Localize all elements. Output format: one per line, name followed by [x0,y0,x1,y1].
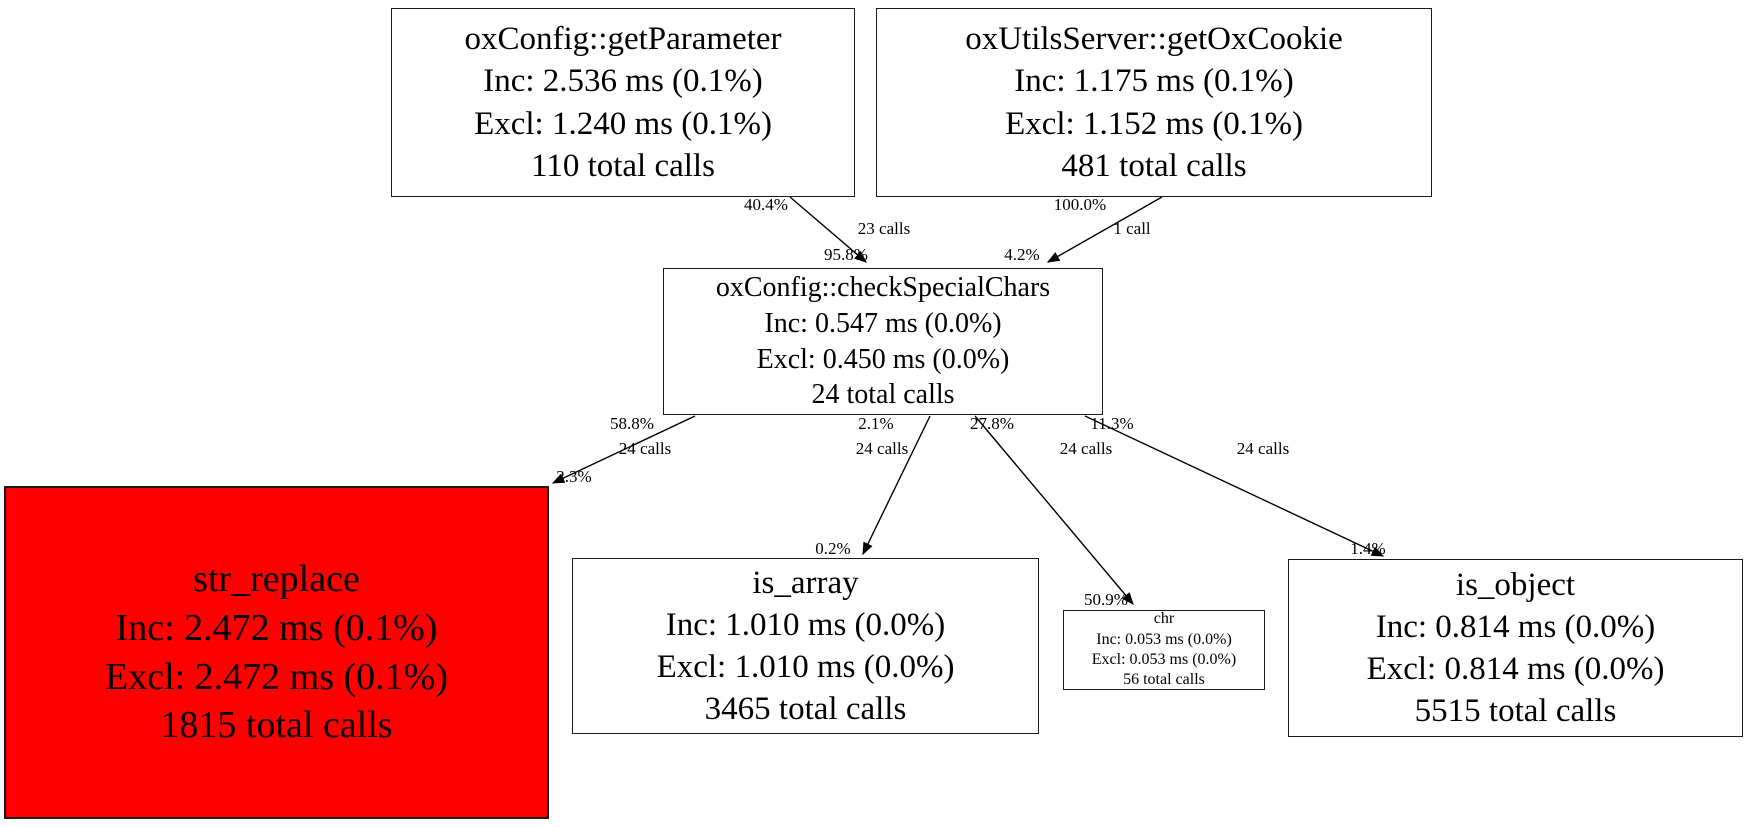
edge-checkspecialchars-to-chr [974,415,1134,605]
edge-checkspecialchars-to-is-object [1084,415,1385,557]
node-title: oxUtilsServer::getOxCookie [965,21,1343,58]
edge-head-percent: 95.8% [824,245,868,264]
node-oxconfig-getparameter: oxConfig::getParameter Inc: 2.536 ms (0.… [391,8,855,197]
node-total-calls: 1815 total calls [160,704,393,747]
node-is-array: is_array Inc: 1.010 ms (0.0%) Excl: 1.01… [572,558,1039,734]
edge-checkspecialchars-to-str-replace [551,415,696,484]
node-exclusive-time: Excl: 0.814 ms (0.0%) [1366,651,1665,687]
edge-call-count: 1 call [1113,219,1151,238]
node-exclusive-time: Excl: 1.240 ms (0.1%) [474,105,772,142]
node-title: oxConfig::getParameter [464,21,782,58]
node-inclusive-time: Inc: 0.053 ms (0.0%) [1096,630,1232,648]
node-inclusive-time: Inc: 2.536 ms (0.1%) [483,63,763,100]
node-inclusive-time: Inc: 2.472 ms (0.1%) [115,606,438,649]
node-is-object: is_object Inc: 0.814 ms (0.0%) Excl: 0.8… [1288,559,1743,737]
node-title: chr [1153,610,1175,628]
edge-head-percent: 4.2% [1004,245,1040,264]
node-str-replace-highlighted: str_replace Inc: 2.472 ms (0.1%) Excl: 2… [4,486,549,819]
node-title: str_replace [193,558,360,601]
edge-head-percent: 2.3% [556,467,592,486]
edge-head-percent: 0.2% [815,539,851,558]
edge-tail-percent: 58.8% [610,414,654,433]
node-title: oxConfig::checkSpecialChars [715,271,1051,303]
node-exclusive-time: Excl: 1.152 ms (0.1%) [1005,105,1303,142]
node-inclusive-time: Inc: 1.175 ms (0.1%) [1014,63,1294,100]
node-total-calls: 110 total calls [531,147,715,184]
node-exclusive-time: Excl: 0.053 ms (0.0%) [1091,651,1237,668]
node-total-calls: 5515 total calls [1414,693,1617,730]
node-exclusive-time: Excl: 2.472 ms (0.1%) [104,655,448,698]
node-title: is_object [1455,566,1576,603]
node-title: is_array [752,564,859,601]
edge-call-count: 24 calls [1059,439,1113,458]
edge-call-count: 24 calls [618,439,672,458]
edge-tail-percent: 27.8% [970,414,1014,433]
edge-checkspecialchars-to-is-array [862,415,931,556]
edge-tail-percent: 100.0% [1053,195,1107,214]
edge-tail-percent: 40.4% [744,195,788,214]
node-exclusive-time: Excl: 0.450 ms (0.0%) [756,343,1010,375]
edge-head-percent: 50.9% [1084,590,1128,609]
edge-call-count: 24 calls [855,439,909,458]
node-inclusive-time: Inc: 0.814 ms (0.0%) [1375,608,1656,645]
node-chr: chr Inc: 0.053 ms (0.0%) Excl: 0.053 ms … [1063,610,1265,690]
node-total-calls: 3465 total calls [704,691,907,728]
node-oxconfig-checkspecialchars: oxConfig::checkSpecialChars Inc: 0.547 m… [663,268,1103,415]
node-total-calls: 24 total calls [811,379,955,411]
node-exclusive-time: Excl: 1.010 ms (0.0%) [656,649,955,685]
edge-call-count: 23 calls [857,219,911,238]
node-inclusive-time: Inc: 1.010 ms (0.0%) [665,606,946,643]
edge-tail-percent: 11.3% [1090,414,1134,433]
node-total-calls: 481 total calls [1061,147,1247,184]
edge-getparameter-to-checkspecialchars [789,196,867,263]
edge-call-count: 24 calls [1236,439,1290,458]
node-inclusive-time: Inc: 0.547 ms (0.0%) [764,307,1002,339]
edge-tail-percent: 2.1% [858,414,894,433]
edge-getoxcookie-to-checkspecialchars [1046,196,1163,263]
node-oxutilsserver-getoxcookie: oxUtilsServer::getOxCookie Inc: 1.175 ms… [876,8,1432,197]
edge-head-percent: 1.4% [1350,539,1386,558]
node-total-calls: 56 total calls [1123,671,1205,689]
